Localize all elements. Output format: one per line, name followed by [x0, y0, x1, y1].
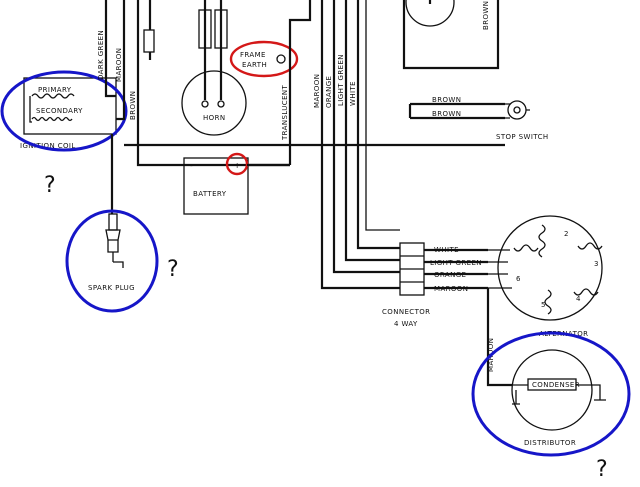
dark-green-label: DARK GREEN [97, 30, 105, 80]
ignition-coil-body [23, 77, 117, 135]
stop-switch-label: STOP SWITCH [496, 133, 549, 141]
main-earth-bus [124, 143, 505, 167]
brown-stop-label-1: BROWN [432, 96, 461, 104]
frame-label: FRAME [240, 51, 266, 59]
maroon-trunk-label: MAROON [313, 74, 321, 108]
white-label: WHITE [349, 81, 357, 106]
connector-wire-orange: ORANGE [434, 271, 466, 279]
battery-plus: + [234, 161, 241, 170]
question-mark-plug: ? [167, 257, 179, 282]
alternator-terminal-6: 6 [516, 275, 521, 283]
maroon-label: MAROON [115, 48, 123, 82]
ignition-coil-highlight [0, 70, 128, 152]
primary-label: PRIMARY [38, 86, 72, 94]
battery-body [183, 157, 249, 215]
brown-wire-horn [136, 0, 290, 167]
horn-label: HORN [203, 114, 225, 122]
alternator-body [497, 215, 603, 321]
distributor-label: DISTRIBUTOR [524, 439, 576, 447]
earth-terminal [276, 54, 286, 64]
orange-label: ORANGE [325, 76, 333, 108]
condenser-label: CONDENSER [532, 381, 580, 389]
maroon-wire [116, 0, 126, 121]
question-mark-coil: ? [44, 173, 56, 198]
alternator-terminal-2: 2 [564, 230, 569, 238]
translucent-wire [288, 0, 312, 165]
light-green-label: LIGHT GREEN [337, 54, 345, 106]
alternator-terminal-3: 3 [594, 260, 599, 268]
translucent-label: TRANSLUCENT [281, 84, 289, 141]
top-right-unit [405, 0, 455, 27]
spark-plug-label: SPARK PLUG [88, 284, 135, 292]
battery-minus: - [190, 161, 193, 170]
primary-winding [31, 93, 75, 99]
connector-wire-maroon: MAROON [434, 285, 468, 293]
stop-switch-wires [408, 102, 505, 120]
alternator: 2 3 4 5 6 ALTERNATOR [488, 215, 603, 338]
brown-top-right-wire [402, 0, 500, 70]
spark-plug: SPARK PLUG [88, 213, 135, 292]
orange-trunk [332, 0, 400, 274]
connector-label: CONNECTOR [382, 308, 430, 316]
white-trunk [356, 0, 400, 250]
maroon-trunk [320, 0, 400, 290]
distributor-body [511, 349, 593, 431]
alternator-terminal-4: 4 [576, 295, 581, 303]
brown-stop-label-2: BROWN [432, 110, 461, 118]
earth-label: EARTH [242, 61, 267, 69]
spark-plug-highlight [65, 209, 159, 313]
connector-wire-white: WHITE [434, 246, 459, 254]
connector-label-2: 4 WAY [394, 320, 418, 328]
distributor: CONDENSER DISTRIBUTOR [511, 349, 606, 447]
dark-green-wire [104, 0, 116, 98]
alternator-terminal-5: 5 [541, 301, 546, 309]
secondary-label: SECONDARY [36, 107, 83, 115]
connector-4-way: WHITE LIGHT GREEN ORANGE MAROON CONNECTO… [382, 242, 488, 328]
distributor-highlight [471, 331, 631, 457]
connector-wire-light-green: LIGHT GREEN [430, 259, 482, 267]
stop-switch: STOP SWITCH [496, 100, 549, 141]
question-mark-distributor: ? [596, 457, 608, 482]
battery: - + BATTERY [183, 157, 249, 215]
horn: HORN [181, 0, 247, 136]
brown-label: BROWN [129, 91, 137, 120]
battery-label: BATTERY [193, 190, 227, 198]
brown-top-right-label: BROWN [482, 1, 490, 30]
fuse [143, 29, 155, 53]
light-green-trunk [344, 0, 400, 262]
maroon-dist-wire [486, 288, 512, 387]
secondary-winding [31, 116, 73, 122]
ignition-coil: PRIMARY SECONDARY IGNITION COIL [20, 77, 117, 150]
frame-earth-highlight [229, 40, 299, 78]
ignition-coil-label: IGNITION COIL [20, 142, 76, 150]
frame-earth: FRAME EARTH [240, 51, 286, 69]
